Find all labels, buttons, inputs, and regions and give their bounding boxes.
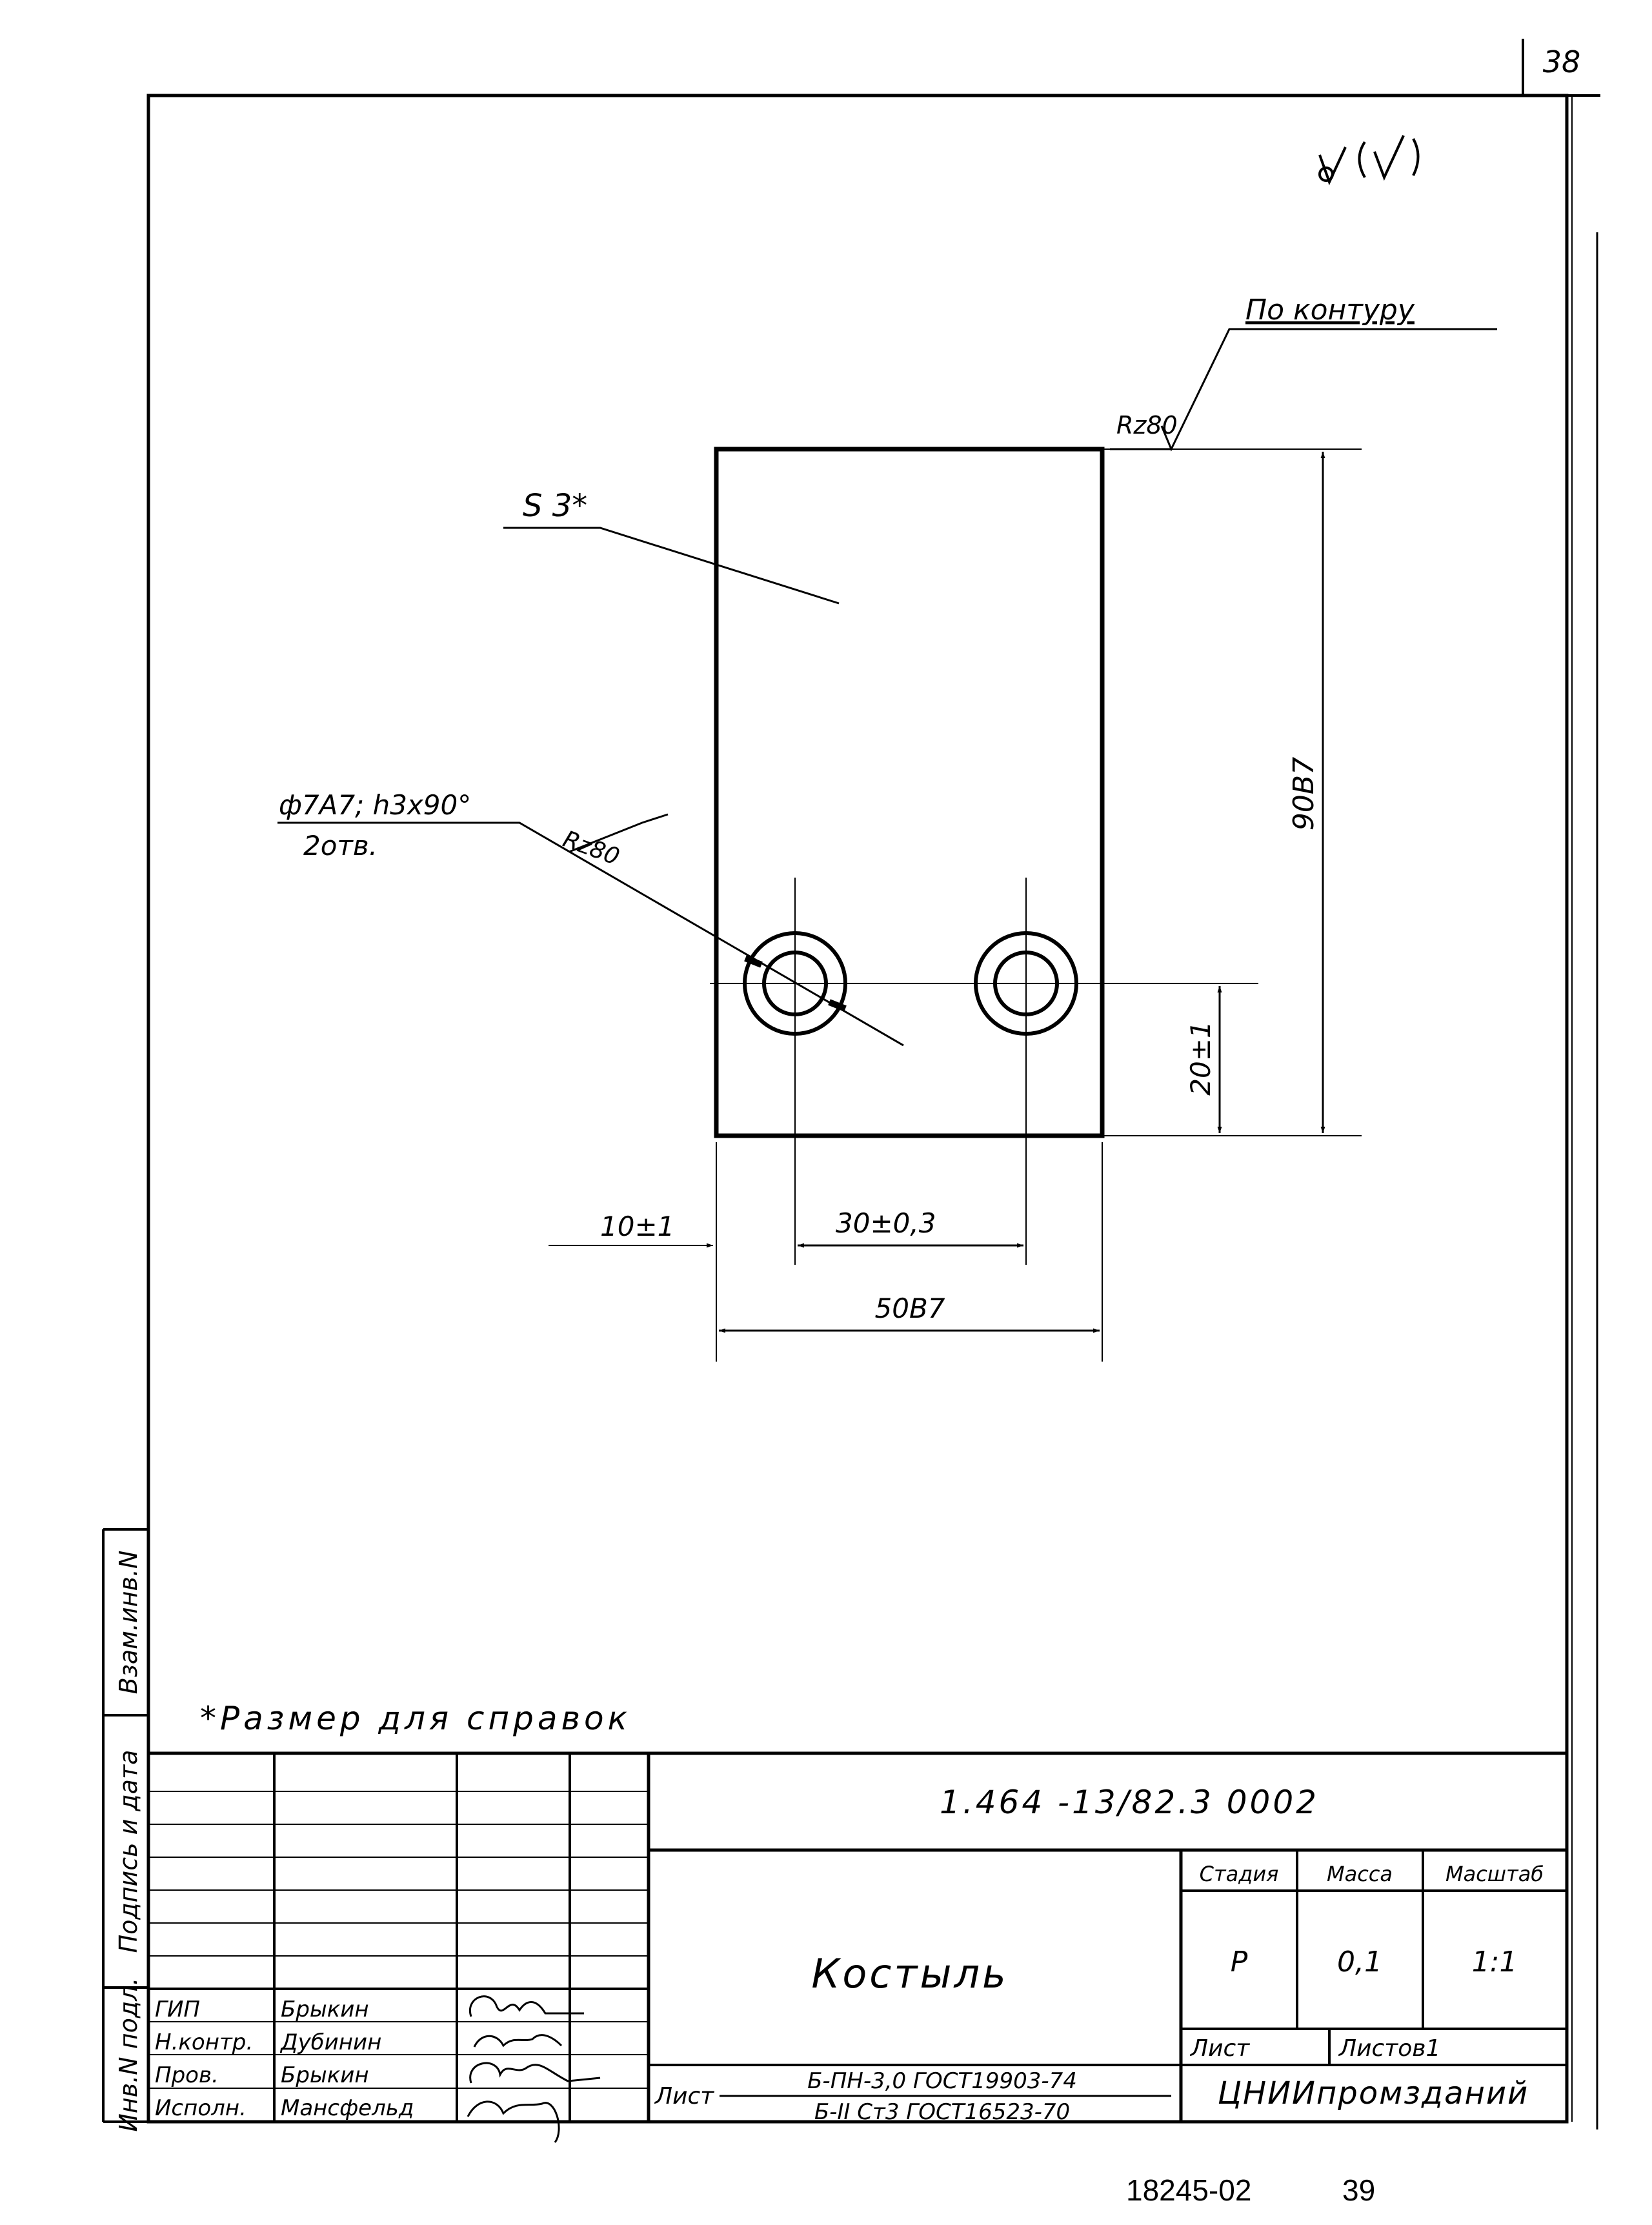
dim-height: 90В7 [1287, 757, 1320, 831]
sheet-frame [146, 94, 1598, 2129]
role-nkontr: Н.контр. [155, 2029, 253, 2055]
dimension-hole-offset-horizontal: 10±1 30±0,3 [549, 1142, 1023, 1362]
contour-note: По контуру [1245, 294, 1415, 327]
scale-value: 1:1 [1472, 1946, 1518, 1978]
role-prov: Пров. [155, 2062, 219, 2088]
stage-header: Стадия [1200, 1862, 1279, 1886]
hole-note-line1: ф7А7; h3x90° [279, 789, 471, 821]
replace-inv-label: Взам.инв.N [114, 1551, 143, 1695]
hole-right-inner [993, 951, 1059, 1016]
hole-right-outer [974, 931, 1078, 1036]
contour-roughness-callout: Rz80 По контуру [1110, 294, 1497, 452]
footer-page-number: 39 [1342, 2173, 1375, 2207]
thickness-callout: S 3* [503, 488, 840, 605]
dimension-hole-offset-vertical: 20±1 [1102, 983, 1258, 1133]
side-stamp: Взам.инв.N Подпись и дата Инв.N подл. [102, 1528, 148, 2132]
role-ispoln: Исполн. [155, 2095, 247, 2121]
dimension-height: 90В7 [1102, 448, 1362, 1136]
organization: ЦНИИпромзданий [1218, 2075, 1529, 2111]
inv-no-orig-label: Инв.N подл. [114, 1978, 143, 2132]
thickness-note: S 3* [523, 488, 587, 524]
footer-code: 18245-02 [1126, 2173, 1251, 2207]
reference-note: *Размер для справок [200, 1700, 631, 1737]
signatures [467, 1995, 601, 2143]
material-bottom: Б-II Ст3 ГОСТ16523-70 [814, 2099, 1070, 2125]
mass-value: 0,1 [1337, 1946, 1382, 1978]
dimension-width: 50В7 [719, 1142, 1103, 1362]
sheets-label: Листов1 [1338, 2035, 1440, 2062]
centerlines [710, 878, 1258, 1265]
dim-hole-offset-vertical: 20±1 [1185, 1021, 1216, 1095]
material-top: Б-ПН-3,0 ГОСТ19903-74 [807, 2068, 1077, 2094]
corner-number-box: 38 [1522, 39, 1600, 97]
corner-number: 38 [1543, 45, 1581, 79]
mass-header: Масса [1327, 1862, 1393, 1886]
hole-note-line2: 2отв. [303, 830, 378, 861]
hole-left-outer [743, 931, 847, 1036]
dim-width: 50В7 [875, 1293, 945, 1324]
sheet-label: Лист [1189, 2035, 1250, 2062]
name-ispoln: Мансфельд [281, 2095, 414, 2121]
stage-value: Р [1231, 1946, 1248, 1978]
scale-header: Масштаб [1446, 1862, 1544, 1886]
designation: 1.464 -13/82.3 0002 [940, 1784, 1319, 1821]
holes [743, 931, 1078, 1036]
name-gip: Брыкин [281, 1997, 369, 2022]
dim-hole-offset-horizontal: 10±1 [600, 1211, 674, 1242]
hole-callout: ф7А7; h3x90° 2отв. Rz80 [277, 789, 904, 1047]
part-outline [714, 447, 1105, 1138]
name-nkontr: Дубинин [279, 2029, 381, 2055]
role-gip: ГИП [155, 1997, 200, 2022]
dim-hole-spacing: 30±0,3 [836, 1207, 936, 1239]
title-block: 1.464 -13/82.3 0002 Костыль Стадия Масса… [148, 1751, 1567, 2143]
hole-left-inner [762, 951, 828, 1016]
name-prov: Брыкин [281, 2062, 369, 2088]
general-roughness-symbol [1318, 135, 1420, 186]
part-name: Костыль [811, 1950, 1008, 1997]
sign-date-label: Подпись и дата [114, 1750, 143, 1953]
material-prefix: Лист [654, 2083, 714, 2109]
surface-note: Rz80 [1116, 411, 1178, 439]
